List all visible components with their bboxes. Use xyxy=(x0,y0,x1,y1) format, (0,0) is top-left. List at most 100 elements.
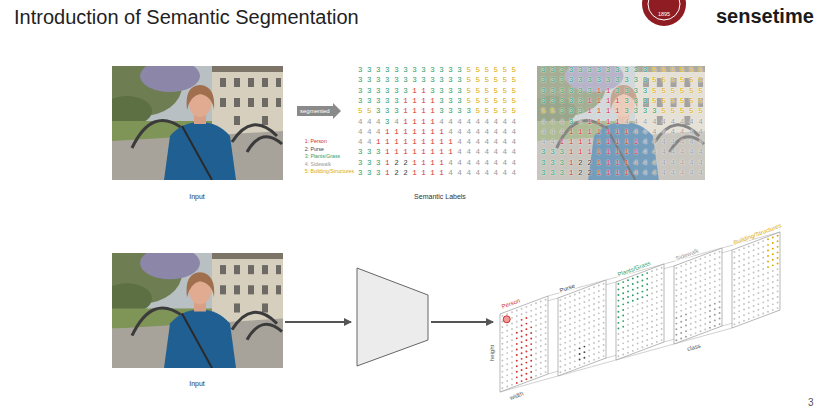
grid-dot xyxy=(685,330,687,332)
label-digit: 4 xyxy=(560,128,565,136)
label-digit xyxy=(417,159,422,167)
label-digit: 3 xyxy=(457,66,462,74)
label-digit: 4 xyxy=(457,159,462,167)
grid-dot xyxy=(559,338,561,340)
label-digit xyxy=(426,169,431,177)
label-digit: 3 xyxy=(541,97,546,105)
label-digit xyxy=(426,76,431,84)
label-digit xyxy=(666,97,671,105)
grid-dot xyxy=(641,285,643,287)
label-digit: 5 xyxy=(698,87,703,95)
label-digit xyxy=(592,118,597,126)
label-digit: 2 xyxy=(587,169,592,177)
class-channel-label: Sidewalk xyxy=(674,248,700,263)
label-digit: 3 xyxy=(376,97,381,105)
grid-dot xyxy=(521,369,523,371)
label-digit xyxy=(694,148,699,156)
grid-dot xyxy=(617,328,619,330)
grid-dot xyxy=(777,246,779,248)
grid-dot xyxy=(699,330,701,332)
label-digit xyxy=(507,169,512,177)
grid-dot xyxy=(530,321,532,323)
label-digit: 3 xyxy=(569,76,574,84)
label-digit: 3 xyxy=(560,169,565,177)
grid-dot xyxy=(603,350,605,352)
label-digit xyxy=(489,87,494,95)
label-digit xyxy=(498,76,503,84)
label-digit: 1 xyxy=(606,128,611,136)
grid-dot xyxy=(772,298,774,300)
grid-dot xyxy=(569,306,571,308)
label-digit xyxy=(399,107,404,115)
label-digit: 4 xyxy=(448,169,453,177)
grid-dot xyxy=(579,359,581,361)
grid-dot xyxy=(685,274,687,276)
label-digit: 3 xyxy=(412,76,417,84)
grid-dot xyxy=(714,319,716,321)
grid-dot xyxy=(685,313,687,315)
label-digit xyxy=(592,87,597,95)
grid-dot xyxy=(719,312,721,314)
grid-dot xyxy=(516,365,518,367)
label-map-row: 3 3 3 3 3 3 1 1 3 3 3 3 5 5 5 5 5 5 xyxy=(358,88,516,96)
grid-dot xyxy=(583,296,585,298)
grid-dot xyxy=(753,288,755,290)
label-digit: 1 xyxy=(597,118,602,126)
grid-dot xyxy=(743,253,745,255)
grid-dot xyxy=(641,296,643,298)
grid-dot xyxy=(641,346,643,348)
grid-dot xyxy=(772,281,774,283)
label-digit xyxy=(489,128,494,136)
label-digit xyxy=(435,66,440,74)
grid-dot xyxy=(743,292,745,294)
grid-dot xyxy=(593,325,595,327)
label-digit: 3 xyxy=(385,118,390,126)
label-digit xyxy=(610,87,615,95)
grid-dot xyxy=(588,361,590,363)
label-digit: 3 xyxy=(376,76,381,84)
label-digit: 3 xyxy=(403,76,408,84)
label-digit xyxy=(583,159,588,167)
grid-dot xyxy=(762,313,764,315)
label-digit: 3 xyxy=(457,107,462,115)
label-digit xyxy=(555,159,560,167)
label-digit xyxy=(647,148,652,156)
grid-dot xyxy=(704,290,706,292)
grid-dot xyxy=(593,297,595,299)
grid-dot xyxy=(574,349,576,351)
grid-dot xyxy=(622,303,624,305)
grid-dot xyxy=(777,302,779,304)
grid-dot xyxy=(772,253,774,255)
label-digit xyxy=(363,128,368,136)
grid-dot xyxy=(714,314,716,316)
grid-dot xyxy=(690,317,692,319)
grid-dot xyxy=(767,288,769,290)
grid-dot xyxy=(690,312,692,314)
grid-dot xyxy=(540,312,542,314)
label-digit: 5 xyxy=(671,87,676,95)
label-digit: 5 xyxy=(661,87,666,95)
grid-dot xyxy=(535,302,537,304)
grid-dot xyxy=(521,341,523,343)
grid-dot xyxy=(685,297,687,299)
grid-dot xyxy=(564,314,566,316)
node-label: segmented xyxy=(297,108,330,114)
label-digit xyxy=(657,97,662,105)
label-digit xyxy=(417,148,422,156)
label-digit xyxy=(489,148,494,156)
label-digit: 3 xyxy=(421,76,426,84)
grid-dot xyxy=(564,319,566,321)
grid-dot xyxy=(699,286,701,288)
grid-dot xyxy=(564,364,566,366)
label-digit: 5 xyxy=(503,76,508,84)
label-digit: 4 xyxy=(652,128,657,136)
grid-dot xyxy=(641,319,643,321)
grid-dot xyxy=(680,299,682,301)
label-digit xyxy=(390,76,395,84)
label-digit xyxy=(453,148,458,156)
grid-dot xyxy=(733,268,735,270)
label-digit xyxy=(546,169,551,177)
grid-dot xyxy=(695,310,697,312)
label-digit: 4 xyxy=(689,128,694,136)
label-digit: 3 xyxy=(439,107,444,115)
